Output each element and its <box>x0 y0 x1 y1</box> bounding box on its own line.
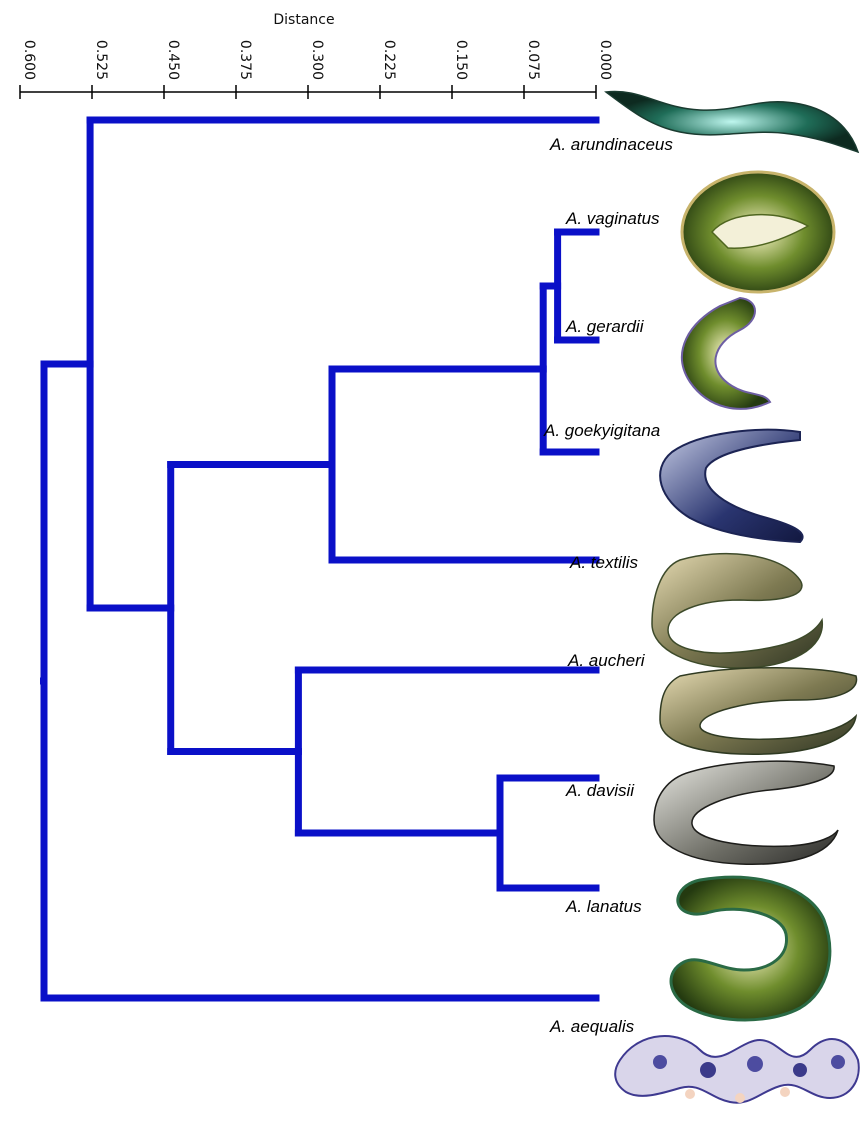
leaf-section-image-goekyigitana <box>660 430 802 542</box>
leaf-label: A. davisii <box>565 781 635 800</box>
leaf-section-image-aucheri <box>660 668 857 754</box>
leaf-label: A. vaginatus <box>565 209 660 228</box>
dendrogram-branches <box>44 120 597 998</box>
leaf-label: A. arundinaceus <box>549 135 673 154</box>
leaf-label: A. goekyigitana <box>543 421 660 440</box>
leaf-section-image-davisii <box>654 761 838 864</box>
axis-title: Distance <box>273 12 334 28</box>
cell-dot <box>685 1089 695 1099</box>
axis-tick-label: 0.300 <box>309 40 325 80</box>
cell-dot <box>747 1056 763 1072</box>
leaf-section-image-aequalis <box>615 1036 859 1103</box>
cell-dot <box>780 1087 790 1097</box>
axis-tick-label: 0.150 <box>453 40 469 80</box>
cell-dot <box>793 1063 807 1077</box>
axis-tick-label: 0.600 <box>21 40 37 80</box>
leaf-section-image-gerardii <box>682 298 770 409</box>
cell-dot <box>735 1093 745 1103</box>
axis-tick-label: 0.075 <box>525 40 541 80</box>
leaf-labels: A. arundinaceus A. vaginatus A. gerardiiA.… <box>543 135 673 1036</box>
axis-tick-label: 0.000 <box>597 40 613 80</box>
leaf-label: A. gerardii <box>565 317 645 336</box>
cell-dot <box>653 1055 667 1069</box>
leaf-label: A. lanatus <box>565 897 642 916</box>
leaf-label: A. textilis <box>569 553 639 572</box>
leaf-label: A. aucheri <box>567 651 646 670</box>
leaf-section-image-lanatus <box>671 877 830 1020</box>
leaf-label: A. aequalis <box>549 1017 635 1036</box>
axis-ticks: 0.600 0.525 0.450 0.375 0.300 0.225 0.150 0.075… <box>20 40 613 99</box>
axis-tick-label: 0.525 <box>93 40 109 80</box>
axis-tick-label: 0.375 <box>237 40 253 80</box>
leaf-section-images <box>606 91 859 1103</box>
cell-dot <box>700 1062 716 1078</box>
axis-tick-label: 0.225 <box>381 40 397 80</box>
cell-dot <box>831 1055 845 1069</box>
leaf-section-image-textilis <box>652 554 822 668</box>
axis-tick-label: 0.450 <box>165 40 181 80</box>
